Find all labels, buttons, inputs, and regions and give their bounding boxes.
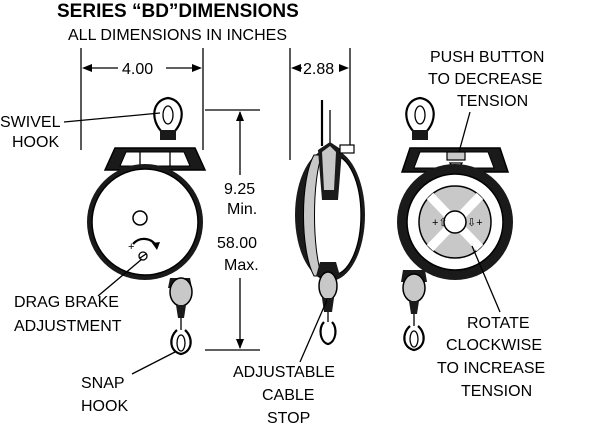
dimension-width-front: 4.00 — [80, 48, 204, 150]
label-rotate-line3: TO INCREASE — [437, 360, 545, 377]
dimension-min-value: 9.25 — [224, 181, 255, 198]
dimension-min-label: Min. — [227, 201, 257, 218]
label-snap-hook-line2: HOOK — [81, 398, 128, 415]
front-cable-assembly — [168, 277, 193, 356]
dimension-width-side-label: 2.88 — [303, 61, 334, 78]
label-push-button-line2: TO DECREASE — [428, 71, 542, 88]
dimension-width-front-label: 4.00 — [122, 61, 153, 78]
label-swivel-line1: SWIVEL — [0, 114, 61, 131]
svg-text:+⇧: +⇧ — [432, 217, 448, 229]
front-drum: + — [87, 164, 203, 280]
label-cable-stop-line2: CABLE — [262, 387, 314, 404]
label-snap-hook-line1: SNAP — [81, 375, 125, 392]
label-push-button-line3: TENSION — [457, 93, 528, 110]
leader-cable-stop — [299, 299, 328, 363]
svg-text:⇩+: ⇩+ — [467, 217, 483, 229]
back-view: +⇧ ⇩+ PUSH BUTTON TO DECREASE TENSION RO… — [397, 49, 545, 400]
leader-swivel — [63, 112, 161, 123]
label-rotate-line2: CLOCKWISE — [446, 337, 542, 354]
front-bracket — [103, 147, 207, 171]
label-rotate-line4: TENSION — [461, 383, 532, 400]
vertical-dimensions: 9.25 Min. 58.00 Max. — [205, 109, 260, 351]
diagram-subtitle: ALL DIMENSIONS IN INCHES — [68, 27, 287, 44]
leader-drag-brake — [97, 258, 143, 297]
label-drag-brake-line2: ADJUSTMENT — [14, 318, 122, 335]
label-swivel-line2: HOOK — [12, 134, 59, 151]
front-view: 4.00 + — [0, 48, 207, 415]
diagram-title: SERIES “BD”DIMENSIONS — [57, 1, 299, 22]
leader-rotate — [471, 245, 501, 313]
leader-snap-hook — [131, 351, 176, 375]
side-view: 2.88 ADJUSTABLE CABLE STOP — [233, 48, 365, 427]
label-cable-stop-line3: STOP — [267, 410, 310, 427]
label-drag-brake-line1: DRAG BRAKE — [14, 294, 119, 311]
dimension-width-side: 2.88 — [289, 48, 351, 160]
svg-text:+: + — [128, 241, 134, 253]
leader-push-button — [458, 111, 471, 153]
label-cable-stop-line1: ADJUSTABLE — [233, 364, 335, 381]
label-rotate-line1: ROTATE — [467, 315, 530, 332]
swivel-hook — [153, 96, 183, 140]
dimension-max-value: 58.00 — [217, 235, 257, 252]
dimension-max-label: Max. — [224, 257, 259, 274]
label-push-button-line1: PUSH BUTTON — [430, 49, 544, 66]
